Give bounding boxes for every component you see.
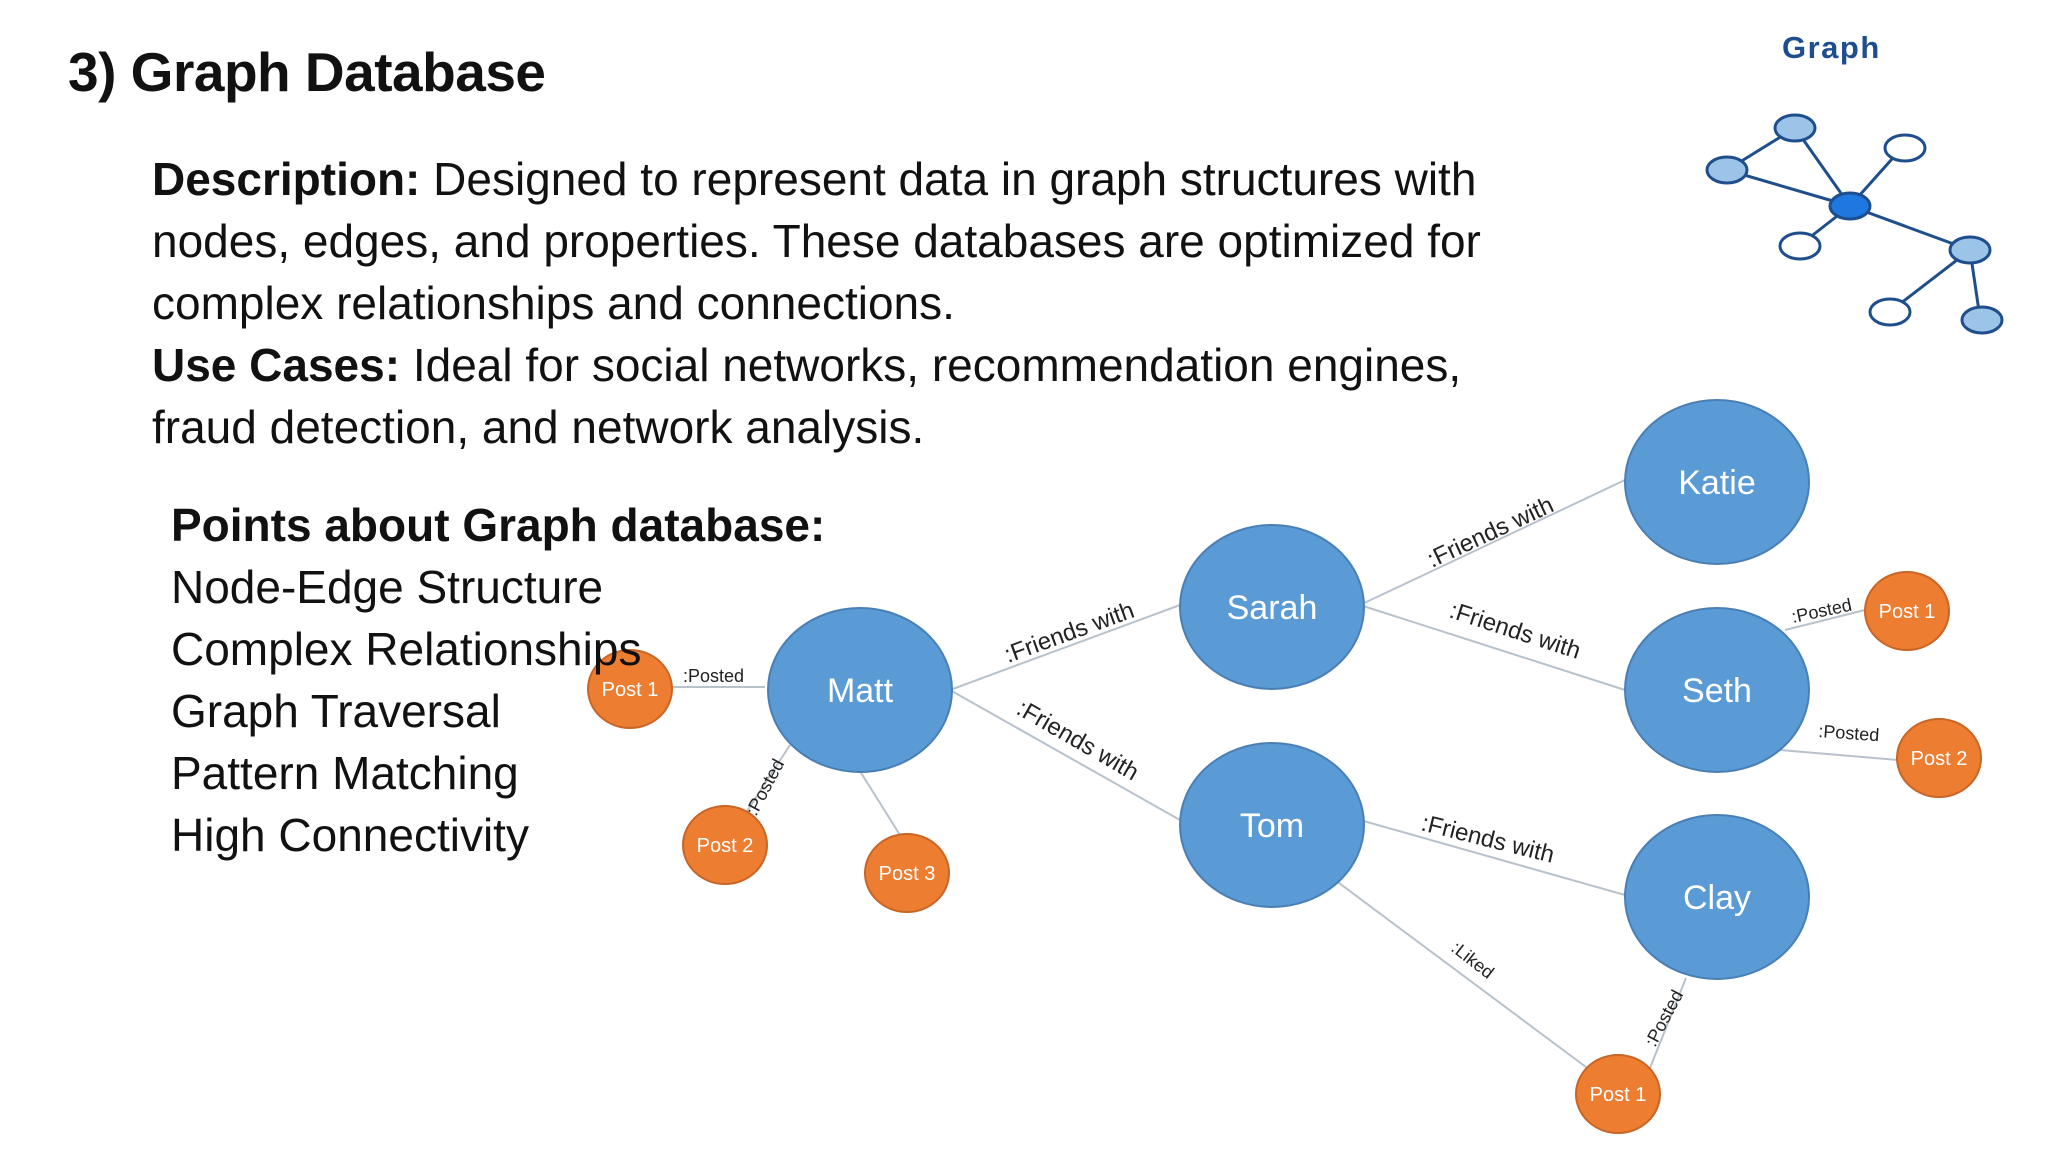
node-tom: Tom: [1179, 742, 1365, 908]
node-seth-post2: Post 2: [1896, 718, 1982, 798]
node-katie: Katie: [1624, 399, 1810, 565]
node-seth: Seth: [1624, 607, 1810, 773]
use-cases-paragraph: Use Cases: Ideal for social networks, re…: [152, 334, 1552, 458]
point-item: Graph Traversal: [171, 685, 501, 737]
node-seth-post1: Post 1: [1864, 571, 1950, 651]
point-item: High Connectivity: [171, 809, 529, 861]
point-item: Pattern Matching: [171, 747, 519, 799]
node-sarah: Sarah: [1179, 524, 1365, 690]
edge-label-tom-liked: :Liked: [1448, 937, 1498, 982]
edge-label-tom-clay: :Friends with: [1419, 810, 1558, 869]
graph-network-icon: [1705, 113, 2004, 335]
node-matt-post2-label: Post 2: [697, 835, 754, 857]
use-cases-label: Use Cases:: [152, 339, 401, 391]
node-matt-post3: Post 3: [864, 833, 950, 913]
node-seth-label: Seth: [1682, 672, 1752, 710]
edge-label-matt-tom: :Friends with: [1012, 695, 1143, 786]
edges: [670, 479, 1899, 1071]
points-heading: Points about Graph database:: [171, 499, 826, 551]
edge-matt-post3: [857, 767, 906, 844]
use-cases-text: Ideal for social networks, recommendatio…: [152, 339, 1462, 453]
edge-clay-post1: [1649, 977, 1687, 1069]
node-matt-post3-label: Post 3: [879, 863, 936, 885]
edge-sarah-katie: [1359, 479, 1626, 606]
node-matt-post1: Post 1: [587, 649, 673, 729]
edge-tom-clay: [1359, 819, 1626, 896]
point-item: Complex Relationships: [171, 623, 642, 675]
description-text: Designed to represent data in graph stru…: [152, 153, 1481, 329]
slide-title: 3) Graph Database: [68, 41, 546, 103]
point-item: Node-Edge Structure: [171, 561, 604, 613]
node-clay-label: Clay: [1683, 879, 1751, 917]
edge-label-clay-post1: :Posted: [1641, 987, 1687, 1050]
points-list-block: Points about Graph database: Node-Edge S…: [171, 494, 825, 866]
edge-sarah-seth: [1359, 604, 1626, 691]
node-matt-post1-label: Post 1: [602, 679, 659, 701]
description-block: Description: Designed to represent data …: [152, 148, 1552, 458]
edge-label-matt-sarah: :Friends with: [1001, 597, 1138, 669]
node-tom-label: Tom: [1240, 807, 1304, 845]
node-sarah-label: Sarah: [1227, 589, 1318, 627]
description-label: Description:: [152, 153, 421, 205]
node-clay-post1: Post 1: [1575, 1054, 1661, 1134]
points-list: Node-Edge Structure Complex Relationship…: [171, 556, 825, 866]
node-katie-label: Katie: [1678, 464, 1756, 502]
description-paragraph: Description: Designed to represent data …: [152, 148, 1552, 334]
node-clay-post1-label: Post 1: [1590, 1084, 1647, 1106]
post-nodes: Post 1 Post 2 Post 3 Post 1 Post 2 Post …: [587, 571, 1982, 1134]
node-seth-post1-label: Post 1: [1879, 601, 1936, 623]
edge-label-matt-post1: :Posted: [683, 666, 744, 686]
node-seth-post2-label: Post 2: [1911, 748, 1968, 770]
edge-label-sarah-katie: :Friends with: [1423, 491, 1558, 573]
graph-logo-label: Graph: [1782, 30, 1881, 65]
node-matt: Matt: [767, 607, 953, 773]
edge-matt-tom: [949, 689, 1181, 821]
edge-label-seth-post1: :Posted: [1790, 595, 1854, 627]
edge-label-seth-post2: :Posted: [1818, 721, 1880, 745]
edge-seth-post2: [1779, 749, 1899, 761]
edge-matt-sarah: [949, 604, 1181, 691]
node-clay: Clay: [1624, 814, 1810, 980]
person-nodes: Matt Sarah Tom Katie Seth Clay: [767, 399, 1810, 980]
edge-tom-post-liked: [1334, 879, 1591, 1071]
node-matt-label: Matt: [827, 672, 894, 710]
edge-seth-post1: [1784, 609, 1866, 631]
node-matt-post2: Post 2: [682, 805, 768, 885]
